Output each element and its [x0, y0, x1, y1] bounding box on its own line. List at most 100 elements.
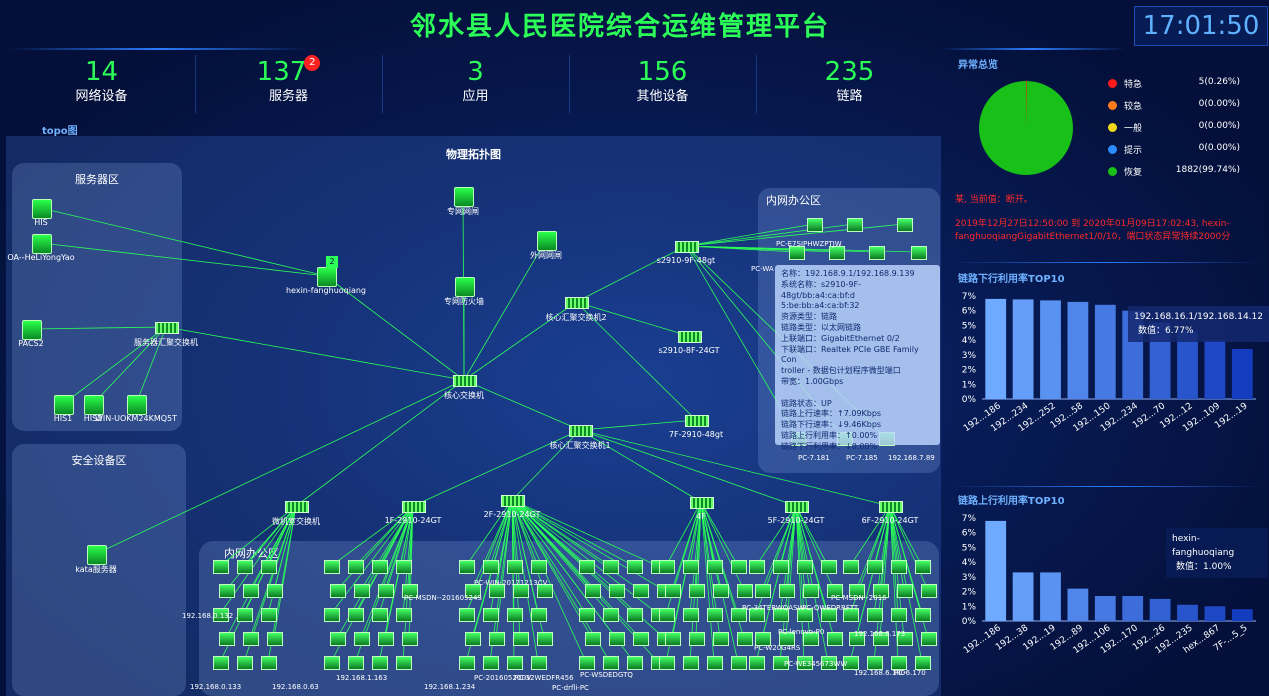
topo-link [700, 501, 715, 615]
computer-icon [219, 584, 235, 598]
alarm-message: 某, 当前值：断开。 [955, 195, 1033, 205]
topo-tab[interactable]: topo图 [42, 126, 78, 137]
pc-label: PC-drfli-PC [552, 684, 589, 692]
computer-icon [891, 608, 907, 622]
topo-link [325, 275, 465, 381]
tooltip-line: 5:be:bb:a4:ca:bf:32 [781, 301, 860, 311]
switch-icon [675, 241, 699, 253]
server-icon [127, 395, 147, 415]
computer-icon [396, 656, 412, 670]
topo-link [685, 223, 855, 247]
computer-icon [683, 608, 699, 622]
pc-label: 192.168.0.63 [272, 683, 319, 691]
node-label: WIN-UOKM24KMQ5T [94, 414, 178, 423]
computer-icon [489, 584, 505, 598]
stat-label: 链路 [836, 89, 863, 104]
clock: 17:01:50 [1134, 6, 1268, 46]
node-label: s2910-8F-24GT [658, 346, 720, 355]
bar [1177, 331, 1198, 399]
computer-icon [459, 608, 475, 622]
topo-link [579, 419, 697, 431]
alarm-pie[interactable] [978, 80, 1074, 176]
computer-icon [755, 632, 771, 646]
y-tick-label: 1% [962, 380, 977, 390]
pie-slice-urgent[interactable] [1026, 81, 1027, 128]
computer-icon [869, 246, 885, 260]
node-label: 核心汇聚交换机1 [549, 441, 611, 450]
computer-icon [773, 608, 789, 622]
pc-label: PC-WSDEDGTQ [580, 671, 633, 679]
topo-link [412, 429, 581, 507]
topo-link [889, 505, 929, 591]
pc-label: PC-MSDN--20160524S [404, 594, 482, 602]
topo-link [463, 379, 581, 431]
topo-link [360, 505, 414, 591]
topo-link [761, 505, 797, 591]
server-icon [32, 199, 52, 219]
computer-icon [531, 656, 547, 670]
topology-title: 物理拓扑图 [446, 148, 501, 161]
legend-dot [1108, 167, 1117, 176]
computer-icon [261, 656, 277, 670]
bar [1231, 609, 1253, 621]
topo-link [685, 223, 815, 247]
bar [1094, 596, 1116, 621]
computer-icon [237, 560, 253, 574]
topo-link [463, 301, 577, 381]
y-tick-label: 6% [962, 529, 977, 539]
computer-icon [483, 560, 499, 574]
stat-links[interactable]: 235 链路 [756, 55, 943, 113]
computer-icon [683, 560, 699, 574]
tooltip-line: 链路下行利用率：↓0.00% [781, 441, 878, 451]
pc-label: 192.168.6.180 [854, 669, 906, 677]
chart-up[interactable]: 0%1%2%3%4%5%6%7%192...186192...38192...1… [950, 506, 1262, 682]
computer-icon [737, 584, 753, 598]
node-label: PACS2 [18, 339, 44, 348]
computer-icon [891, 560, 907, 574]
server-icon [32, 234, 52, 254]
pc-label: 192.168.1.163 [336, 674, 388, 682]
topo-link [511, 499, 545, 591]
stat-network-devices[interactable]: 14 网络设备 [8, 55, 196, 113]
node-label: 2F-2910-24GT [483, 510, 541, 519]
topo-link [511, 499, 635, 567]
stat-applications[interactable]: 3 应用 [382, 55, 570, 113]
computer-icon [779, 584, 795, 598]
computer-icon [267, 632, 283, 646]
computer-icon [807, 218, 823, 232]
legend-name: 一般 [1124, 124, 1143, 134]
computer-icon [609, 632, 625, 646]
divider [950, 486, 1262, 487]
computer-icon [324, 560, 340, 574]
server-icon [22, 320, 42, 340]
computer-icon [829, 246, 845, 260]
switch-icon [155, 322, 179, 334]
computer-icon [261, 560, 277, 574]
alert-badge: 2 [304, 55, 321, 71]
computer-icon [585, 584, 601, 598]
node-label: HIS [34, 218, 48, 227]
computer-icon [603, 656, 619, 670]
computer-icon [627, 560, 643, 574]
computer-icon [797, 560, 813, 574]
y-tick-label: 5% [962, 321, 977, 331]
computer-icon [579, 656, 595, 670]
computer-icon [633, 632, 649, 646]
computer-icon [849, 584, 865, 598]
chart-down-title: 链路下行利用率TOP10 [958, 274, 1065, 285]
computer-icon [459, 560, 475, 574]
computer-icon [585, 632, 601, 646]
stat-other-devices[interactable]: 156 其他设备 [569, 55, 757, 113]
tooltip-line: 带宽：1.00Gbps [781, 376, 844, 386]
pc-label: PC-7.185 [846, 454, 878, 462]
topo-link [336, 505, 414, 591]
computer-icon [827, 584, 843, 598]
topo-link [849, 505, 891, 567]
computer-icon [821, 656, 837, 670]
